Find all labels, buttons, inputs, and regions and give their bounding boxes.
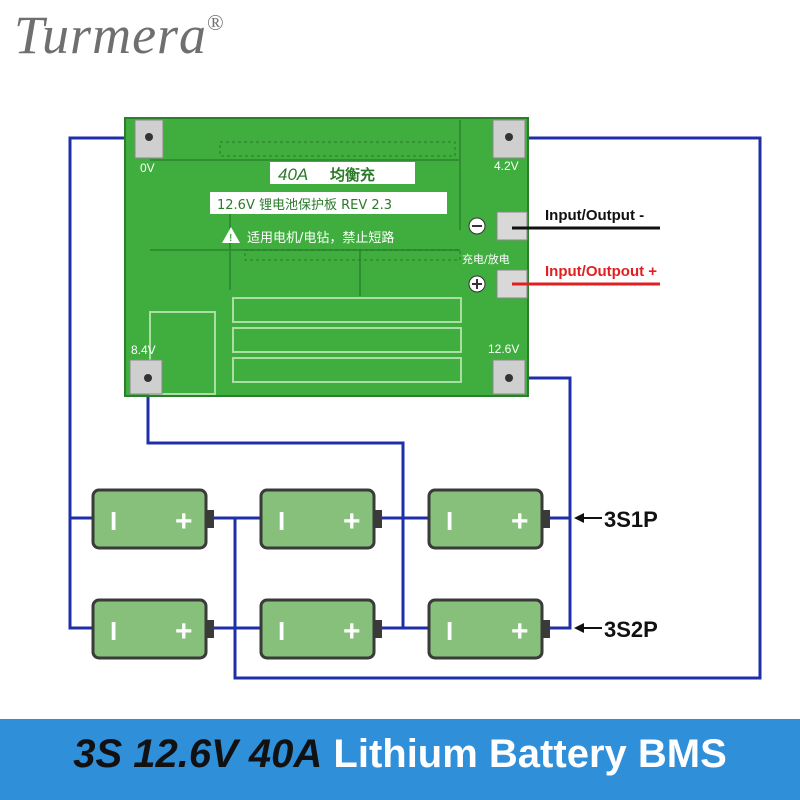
- label-output-negative: Input/Output -: [545, 207, 644, 224]
- pad-0v-hole: [145, 133, 153, 141]
- battery-cell: I +: [427, 598, 550, 660]
- wire-12v6: [510, 376, 572, 630]
- wire-4v2: [233, 136, 762, 680]
- battery-cell: I +: [427, 488, 550, 550]
- pad-12v6-hole: [505, 374, 513, 382]
- terminal-4v2: 4.2V: [494, 159, 519, 173]
- battery-pack: I + I + I + I + I +: [91, 488, 550, 660]
- header-pads-lower: [244, 249, 461, 261]
- label-output-positive: Input/Outpout +: [545, 263, 657, 280]
- battery-negative-icon: I: [278, 506, 285, 536]
- battery-positive-icon: +: [511, 505, 529, 538]
- battery-cell: I +: [91, 598, 214, 660]
- banner-title: 3S 12.6V 40A Lithium Battery BMS: [0, 732, 800, 777]
- mosfet-3: [232, 357, 462, 383]
- wire-8v4: [146, 378, 405, 628]
- battery-cell: I +: [259, 598, 382, 660]
- rating-box: [270, 162, 415, 184]
- warning-icon: [222, 227, 240, 243]
- registered-mark: ®: [207, 10, 225, 35]
- battery-negative-icon: I: [278, 616, 285, 646]
- bottom-banner: [0, 719, 800, 800]
- banner-product: Lithium Battery BMS: [322, 732, 727, 776]
- wire-0v: [68, 136, 148, 630]
- board-rating: 40A: [278, 165, 308, 184]
- battery-positive-icon: +: [175, 505, 193, 538]
- board-title: 12.6V 锂电池保护板 REV 2.3: [217, 198, 392, 213]
- board-rating-cn: 均衡充: [330, 166, 375, 184]
- terminal-12v6: 12.6V: [488, 342, 519, 356]
- battery-positive-icon: +: [511, 615, 529, 648]
- charge-label: 充电/放电: [462, 252, 510, 266]
- board-warning: 适用电机/电钻，禁止短路: [247, 230, 394, 246]
- pad-negative: [496, 211, 528, 241]
- title-box: [210, 192, 447, 214]
- pcb-edge: [124, 117, 529, 397]
- header-pads: [219, 141, 456, 157]
- battery-cell: I +: [259, 488, 382, 550]
- battery-positive-icon: +: [175, 615, 193, 648]
- mosfet-1: [232, 297, 462, 323]
- pad-8v4-hole: [144, 374, 152, 382]
- svg-text:!: !: [229, 233, 232, 244]
- battery-positive-icon: +: [343, 615, 361, 648]
- banner-spec: 3S 12.6V 40A: [73, 732, 323, 776]
- io-leads: Input/Output - Input/Outpout +: [512, 207, 660, 286]
- battery-negative-icon: I: [446, 616, 453, 646]
- battery-positive-icon: +: [343, 505, 361, 538]
- arrow-row1-head-icon: [574, 513, 584, 523]
- pcb-outline: [149, 311, 216, 395]
- bms-board: 40A 均衡充 12.6V 锂电池保护板 REV 2.3 ! 适用电机/电钻，禁…: [124, 117, 529, 397]
- battery-negative-icon: I: [110, 506, 117, 536]
- row-labels: 3S1P 3S2P: [574, 507, 658, 642]
- label-3s1p: 3S1P: [604, 507, 658, 532]
- arrow-row2-head-icon: [574, 623, 584, 633]
- battery-cell: I +: [91, 488, 214, 550]
- label-3s2p: 3S2P: [604, 617, 658, 642]
- battery-negative-icon: I: [110, 616, 117, 646]
- battery-negative-icon: I: [446, 506, 453, 536]
- brand-logo: Turmera®: [14, 4, 225, 66]
- pad-4v2-hole: [505, 133, 513, 141]
- terminal-0v: 0V: [140, 161, 155, 175]
- terminal-8v4: 8.4V: [131, 343, 156, 357]
- brand-name: Turmera: [14, 5, 208, 65]
- mosfet-2: [232, 327, 462, 353]
